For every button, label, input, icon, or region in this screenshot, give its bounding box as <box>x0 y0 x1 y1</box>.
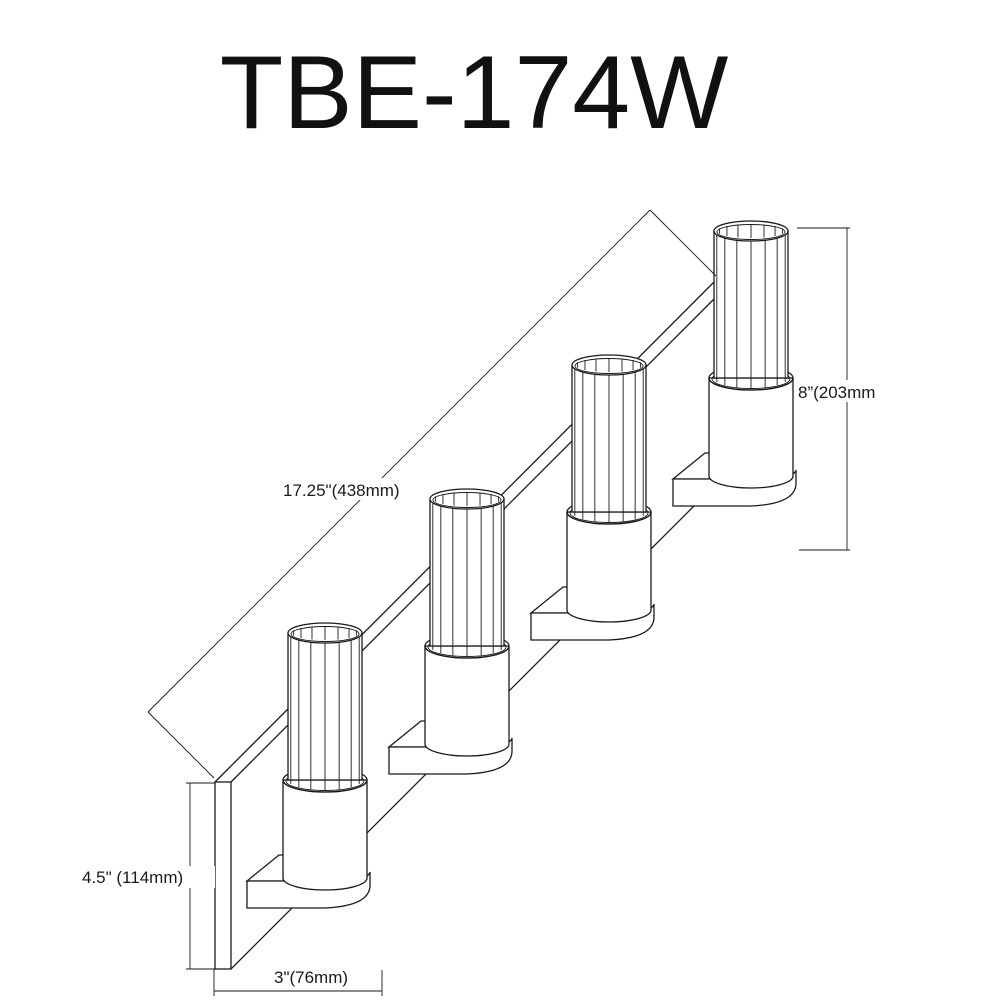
light-2 <box>387 488 513 775</box>
dimension-backplate-height: 4.5" (114mm) <box>80 782 215 970</box>
lamp-base <box>708 365 794 489</box>
glass-shade <box>571 354 647 522</box>
glass-shade <box>713 220 789 388</box>
glass-shade <box>287 622 363 790</box>
backplate-height-label: 4.5" (114mm) <box>82 868 183 887</box>
height-label: 8”(203mm <box>798 383 875 402</box>
light-3 <box>529 354 655 641</box>
depth-label: 3"(76mm) <box>274 968 348 987</box>
dimension-depth: 3"(76mm) <box>213 968 383 996</box>
light-4 <box>671 220 797 507</box>
glass-shade <box>429 488 505 656</box>
light-1 <box>245 622 371 909</box>
dimension-length: 17.25"(438mm) <box>147 209 717 779</box>
length-label: 17.25"(438mm) <box>283 481 400 500</box>
model-title: TBE-174W <box>220 35 729 151</box>
lamp-base <box>566 499 652 623</box>
dimension-height: 8”(203mm <box>796 227 896 551</box>
light-group <box>245 220 797 909</box>
